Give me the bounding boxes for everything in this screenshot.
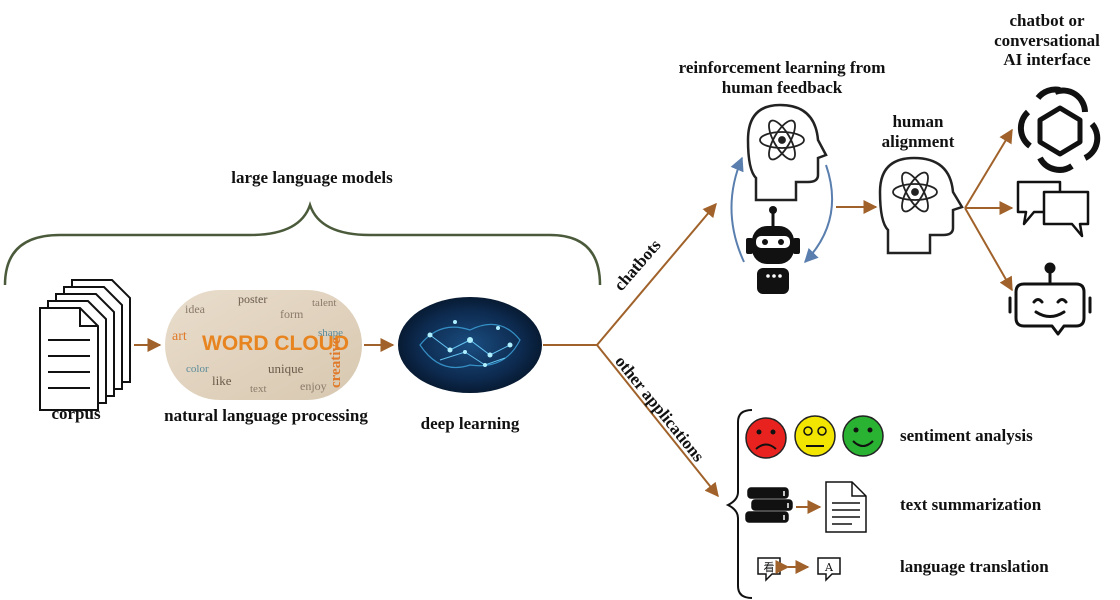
label-human-alignment-line1: human: [892, 112, 944, 131]
label-corpus: corpus: [51, 404, 101, 423]
word-cloud-word: shape: [318, 327, 343, 339]
word-cloud-word: creative: [328, 337, 344, 388]
corpus-documents-icon: [39, 279, 131, 411]
label-large-language-models: large language models: [231, 168, 393, 187]
word-cloud-word: art: [172, 329, 187, 344]
arrow-to-bot-avatar: [964, 207, 1013, 292]
translation-target-glyph: A: [824, 561, 834, 574]
label-text-summarization: text summarization: [900, 495, 1042, 514]
atom-icon: [759, 119, 805, 161]
arrow-to-chatbots: [596, 202, 717, 346]
cycle-arrow-down: [804, 164, 834, 264]
applications-bracket: [725, 409, 753, 599]
label-human-alignment-line2: alignment: [881, 131, 955, 151]
bot-avatar-icon: [1008, 262, 1092, 336]
word-cloud-word: idea: [185, 302, 206, 316]
llm-brace: [3, 201, 602, 286]
word-cloud-image: idea poster form talent art WORD CLOUD u…: [165, 290, 362, 400]
label-rlhf: reinforcement learning from human feedba…: [679, 58, 886, 97]
label-language-translation: language translation: [900, 557, 1049, 576]
atom-icon: [892, 171, 938, 213]
arrow-to-openai-logo: [964, 128, 1013, 209]
human-head-icon: [746, 103, 828, 202]
sad-face-icon: [745, 417, 787, 459]
label-sentiment-analysis: sentiment analysis: [900, 426, 1033, 445]
openai-logo-icon: [1017, 86, 1101, 173]
summary-document-icon: [825, 481, 867, 533]
arrow-to-other-applications: [596, 344, 719, 498]
translation-target-bubble-icon: A: [817, 557, 841, 582]
word-cloud-word: like: [212, 373, 232, 388]
label-interface-line2: conversational: [994, 30, 1100, 50]
robot-icon: [746, 206, 800, 294]
label-nlp: natural language processing: [164, 406, 368, 425]
human-alignment-head-icon: [878, 156, 964, 255]
happy-face-icon: [842, 415, 884, 457]
word-cloud-word: color: [186, 363, 209, 375]
word-cloud-headline: WORD CLOUD: [202, 332, 349, 355]
label-interface-line1: chatbot or: [1009, 11, 1085, 30]
word-cloud-word: enjoy: [300, 379, 327, 393]
word-cloud-word: text: [250, 383, 267, 395]
translation-source-bubble-icon: 看: [757, 557, 781, 582]
word-cloud-word: unique: [268, 361, 304, 376]
books-stack-icon: [745, 487, 793, 523]
label-interface-line3: AI interface: [1003, 50, 1091, 70]
label-human-alignment: human alignment: [882, 112, 955, 151]
cycle-arrow-up: [730, 156, 745, 263]
label-deep-learning: deep learning: [420, 414, 520, 433]
word-cloud-word: poster: [238, 292, 267, 306]
word-cloud-word: form: [280, 307, 304, 321]
label-rlhf-line1: reinforcement learning from: [678, 58, 886, 77]
translation-source-glyph: 看: [764, 560, 775, 574]
chat-bubbles-icon: [1016, 180, 1090, 238]
word-cloud-word: talent: [312, 297, 336, 309]
neutral-face-icon: [794, 415, 836, 457]
neural-brain-image: [398, 297, 542, 393]
label-chatbot-interface: chatbot or conversational AI interface: [994, 11, 1100, 70]
label-rlhf-line2: human feedback: [721, 77, 843, 97]
